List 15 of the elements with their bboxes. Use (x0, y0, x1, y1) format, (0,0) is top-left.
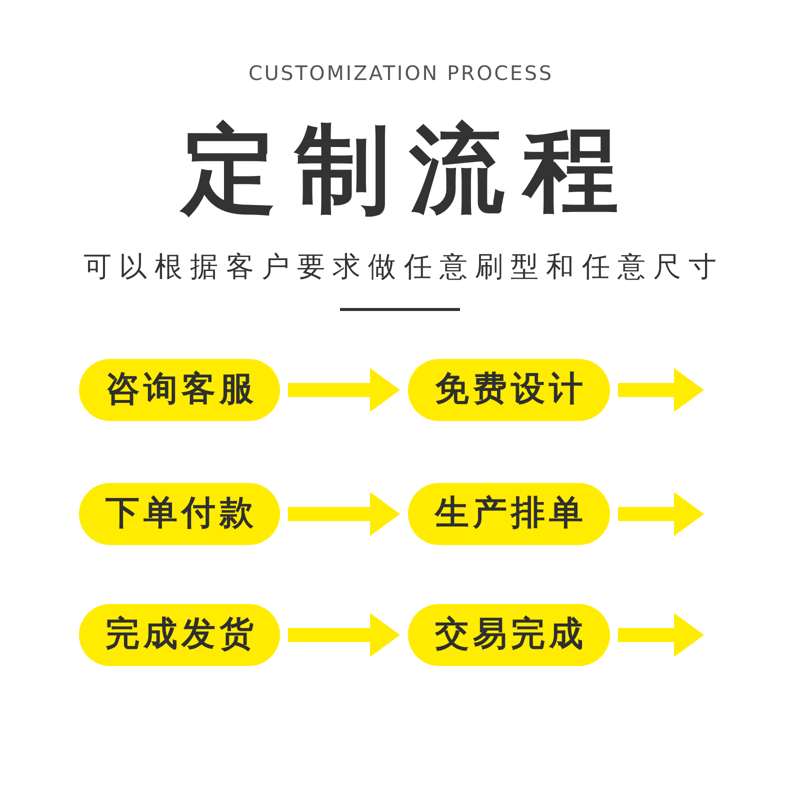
step-label: 免费设计 (434, 371, 587, 409)
step-label: 咨询客服 (104, 371, 258, 409)
step-label: 交易完成 (434, 616, 587, 654)
arrow (618, 368, 704, 412)
subtitle: 可以根据客户要求做任意刷型和任意尺寸 (82, 249, 726, 285)
arrow (288, 613, 400, 657)
overline-text: CUSTOMIZATION PROCESS (247, 60, 554, 86)
title: 定制流程 (178, 116, 638, 226)
arrow (288, 492, 400, 536)
arrow (288, 368, 400, 412)
step-label: 生产排单 (433, 495, 587, 533)
arrow (618, 613, 704, 657)
step-label: 完成发货 (104, 616, 258, 654)
arrow (618, 492, 704, 536)
step-label: 下单付款 (104, 495, 258, 533)
